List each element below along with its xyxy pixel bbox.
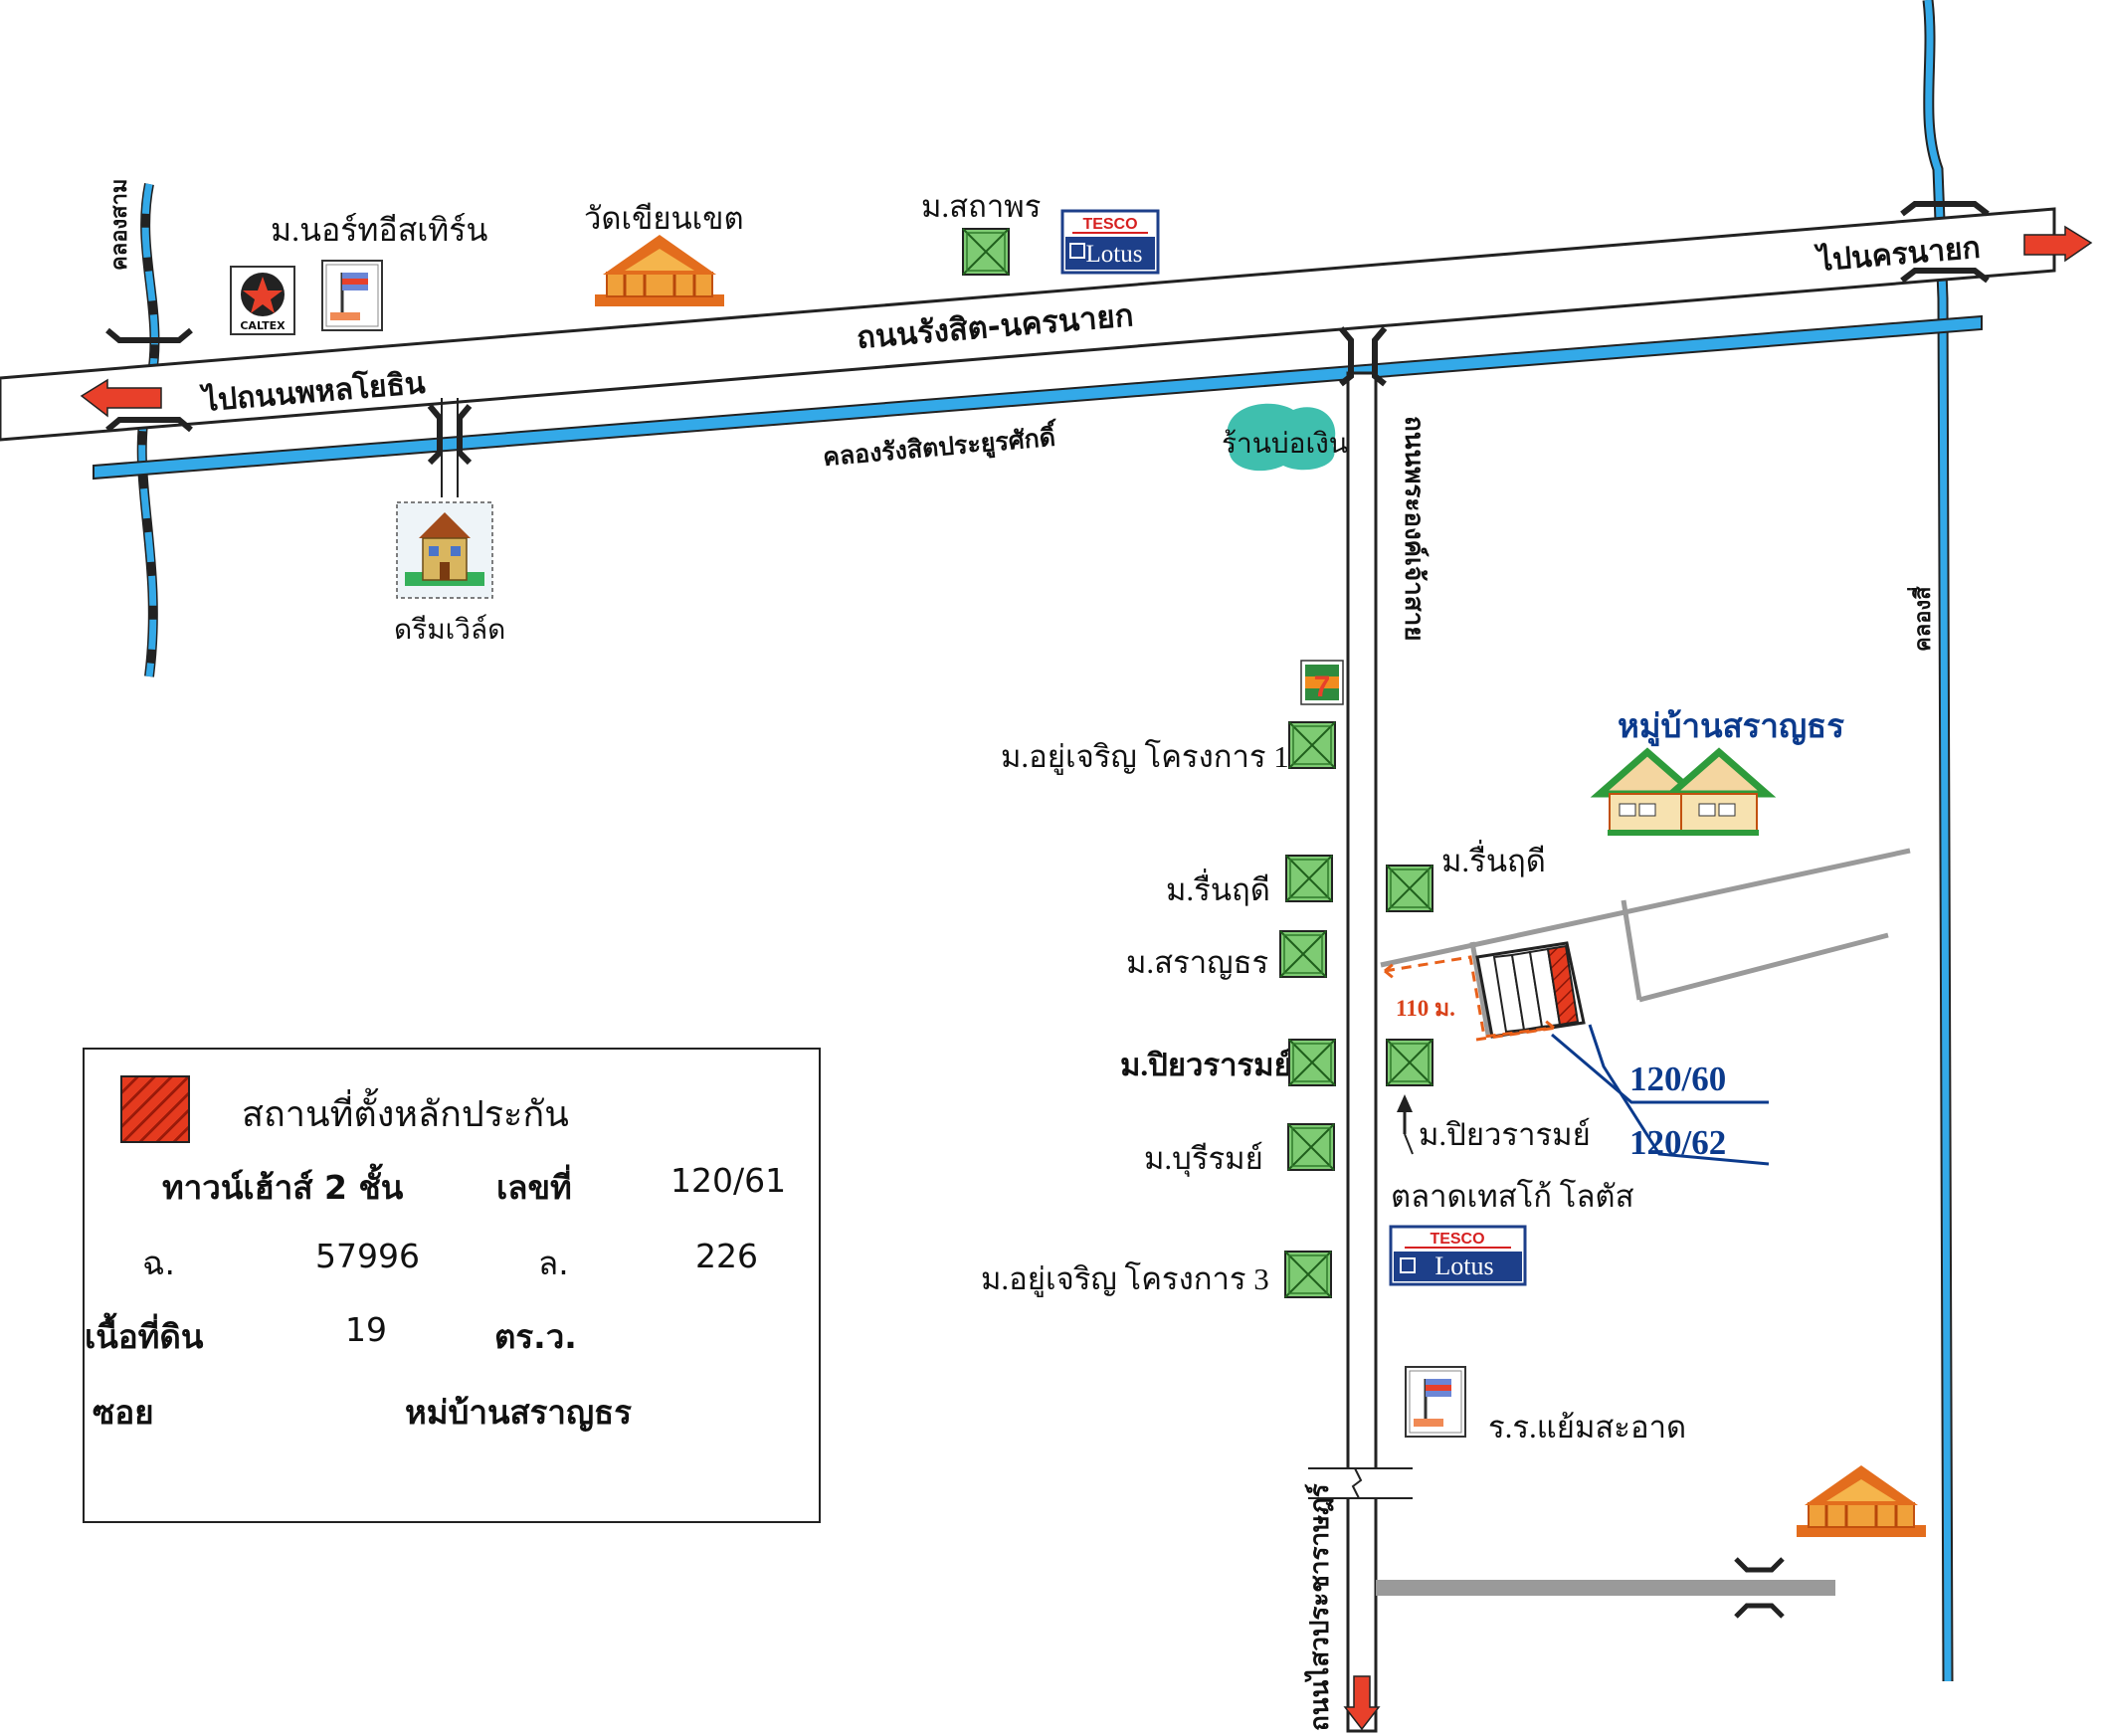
legend-title: สถานที่ตั้งหลักประกัน (242, 1094, 569, 1135)
northeastern-label: ม.นอร์ทอีสเทิร์น (271, 212, 487, 248)
legend-area-label: เนื้อที่ดิน (85, 1317, 204, 1356)
svg-text:CALTEX: CALTEX (240, 319, 286, 332)
svg-text:Lotus: Lotus (1086, 241, 1143, 268)
north-south-road-label: ถนนพระองค์เจ้าสาย (1399, 416, 1430, 641)
tesco-market-label: ตลาดเทสโก้ โลตัส (1391, 1179, 1634, 1214)
yucharoen1-village-icon (1288, 721, 1336, 769)
dreamworld-label: ดรีมเวิล์ด (394, 613, 505, 646)
yamsaard-school-icon (1404, 1365, 1467, 1439)
saranthorn-village-icon (1279, 930, 1327, 978)
ruenrudee-west-village-icon (1285, 855, 1333, 902)
tesco-lotus-market-icon: TESCO Lotus (1389, 1225, 1527, 1286)
legend-land-value: 226 (695, 1237, 758, 1275)
west-canal-label: คลองสาม (107, 179, 132, 271)
school-label: ร.ร.แย้มสะอาด (1488, 1410, 1686, 1445)
legend-land-label: ล. (538, 1244, 569, 1282)
svg-text:TESCO: TESCO (1082, 216, 1137, 233)
legend-area-unit: ตร.ว. (494, 1317, 577, 1356)
main-canal-label: คลองรังสิตประยูรศักดิ์ (822, 417, 1059, 474)
south-bridge-marker (1734, 1557, 1785, 1619)
legend-area-value: 19 (345, 1310, 387, 1349)
distance-label: 110 ม. (1396, 996, 1455, 1021)
burirom-label: ม.บุรีรมย์ (1144, 1141, 1263, 1178)
piyawaram-east-pointer (1397, 1094, 1414, 1155)
collateral-legend: สถานที่ตั้งหลักประกัน ทาวน์เฮ้าส์ 2 ชั้น… (83, 1048, 821, 1523)
distance-measure (1384, 955, 1558, 1042)
sathaporn-label: ม.สถาพร (921, 189, 1041, 224)
svg-text:Lotus: Lotus (1434, 1252, 1493, 1280)
collateral-swatch-icon (120, 1075, 190, 1143)
svg-text:TESCO: TESCO (1430, 1231, 1484, 1248)
village-house-icon (1590, 747, 1777, 836)
south-arrow (1343, 1675, 1381, 1731)
legend-number-value: 120/61 (670, 1161, 787, 1200)
yucharoen1-label: ม.อยู่เจริญ โครงการ 1 (1001, 739, 1289, 775)
west-canal (136, 183, 160, 677)
east-arrow (2023, 225, 2093, 263)
legend-soi-label: ซอย (93, 1393, 154, 1432)
ruenrudee-west-label: ม.รื่นฤดี (1166, 868, 1270, 907)
legend-soi-value: หม่บ้านสราญธร (405, 1393, 632, 1432)
svg-text:7: 7 (1314, 671, 1331, 703)
ruenrudee-east-village-icon (1386, 865, 1433, 912)
main-highway (0, 207, 2056, 442)
saranthorn-label: ม.สราญธร (1126, 945, 1268, 980)
south-road-label: ถนนไสวประชาราษฎร์ (1303, 1483, 1335, 1731)
village-title: หมู่บ้านสราญธร (1618, 706, 1844, 747)
plot-leader-lines (1551, 1024, 1770, 1166)
ruenrudee-east-label: ม.รื่นฤดี (1441, 840, 1546, 878)
school-flag-icon (320, 259, 384, 332)
bridge-markers (105, 201, 1990, 466)
yucharoen3-village-icon (1284, 1251, 1332, 1298)
east-canal-label: คลองสี่ (1906, 586, 1936, 652)
dreamworld-icon (396, 501, 493, 599)
southeast-temple-icon (1795, 1463, 1928, 1539)
legend-chanote-label: ฉ. (142, 1244, 175, 1282)
east-canal (1922, 0, 1954, 1682)
soi-roads (1380, 848, 1911, 1036)
burirom-village-icon (1287, 1123, 1335, 1171)
piyawaram-west-village-icon (1288, 1039, 1336, 1086)
plot-120-60-label: 120/60 (1629, 1060, 1726, 1098)
seven-eleven-icon: 7 (1300, 660, 1344, 705)
legend-chanote-value: 57996 (315, 1237, 420, 1275)
west-arrow (80, 378, 162, 418)
collateral-plot (1546, 944, 1580, 1027)
sathaporn-village-icon (962, 228, 1010, 276)
temple-label: วัดเขียนเขต (584, 201, 744, 237)
piyawaram-west-label: ม.ปิยวรารมย์ (1120, 1048, 1292, 1082)
legend-type-label: ทาวน์เฮ้าส์ 2 ชั้น (162, 1168, 404, 1207)
caltex-icon: CALTEX (230, 266, 295, 335)
yucharoen3-label: ม.อยู่เจริญ โครงการ 3 (981, 1261, 1269, 1297)
baongern-pond (1228, 403, 1336, 472)
baongern-label: ร้านบ่อเงิน (1222, 427, 1348, 460)
temple-icon (593, 233, 726, 308)
dreamworld-access (441, 398, 459, 497)
plot-120-62-label: 120/62 (1629, 1123, 1726, 1162)
piyawaram-east-village-icon (1386, 1039, 1433, 1086)
tesco-lotus-top-icon: TESCO Lotus (1060, 209, 1160, 275)
piyawaram-east-label: ม.ปิยวรารมย์ (1419, 1117, 1591, 1152)
legend-number-label: เลขที่ (496, 1168, 572, 1207)
north-south-road (1308, 371, 1413, 1733)
